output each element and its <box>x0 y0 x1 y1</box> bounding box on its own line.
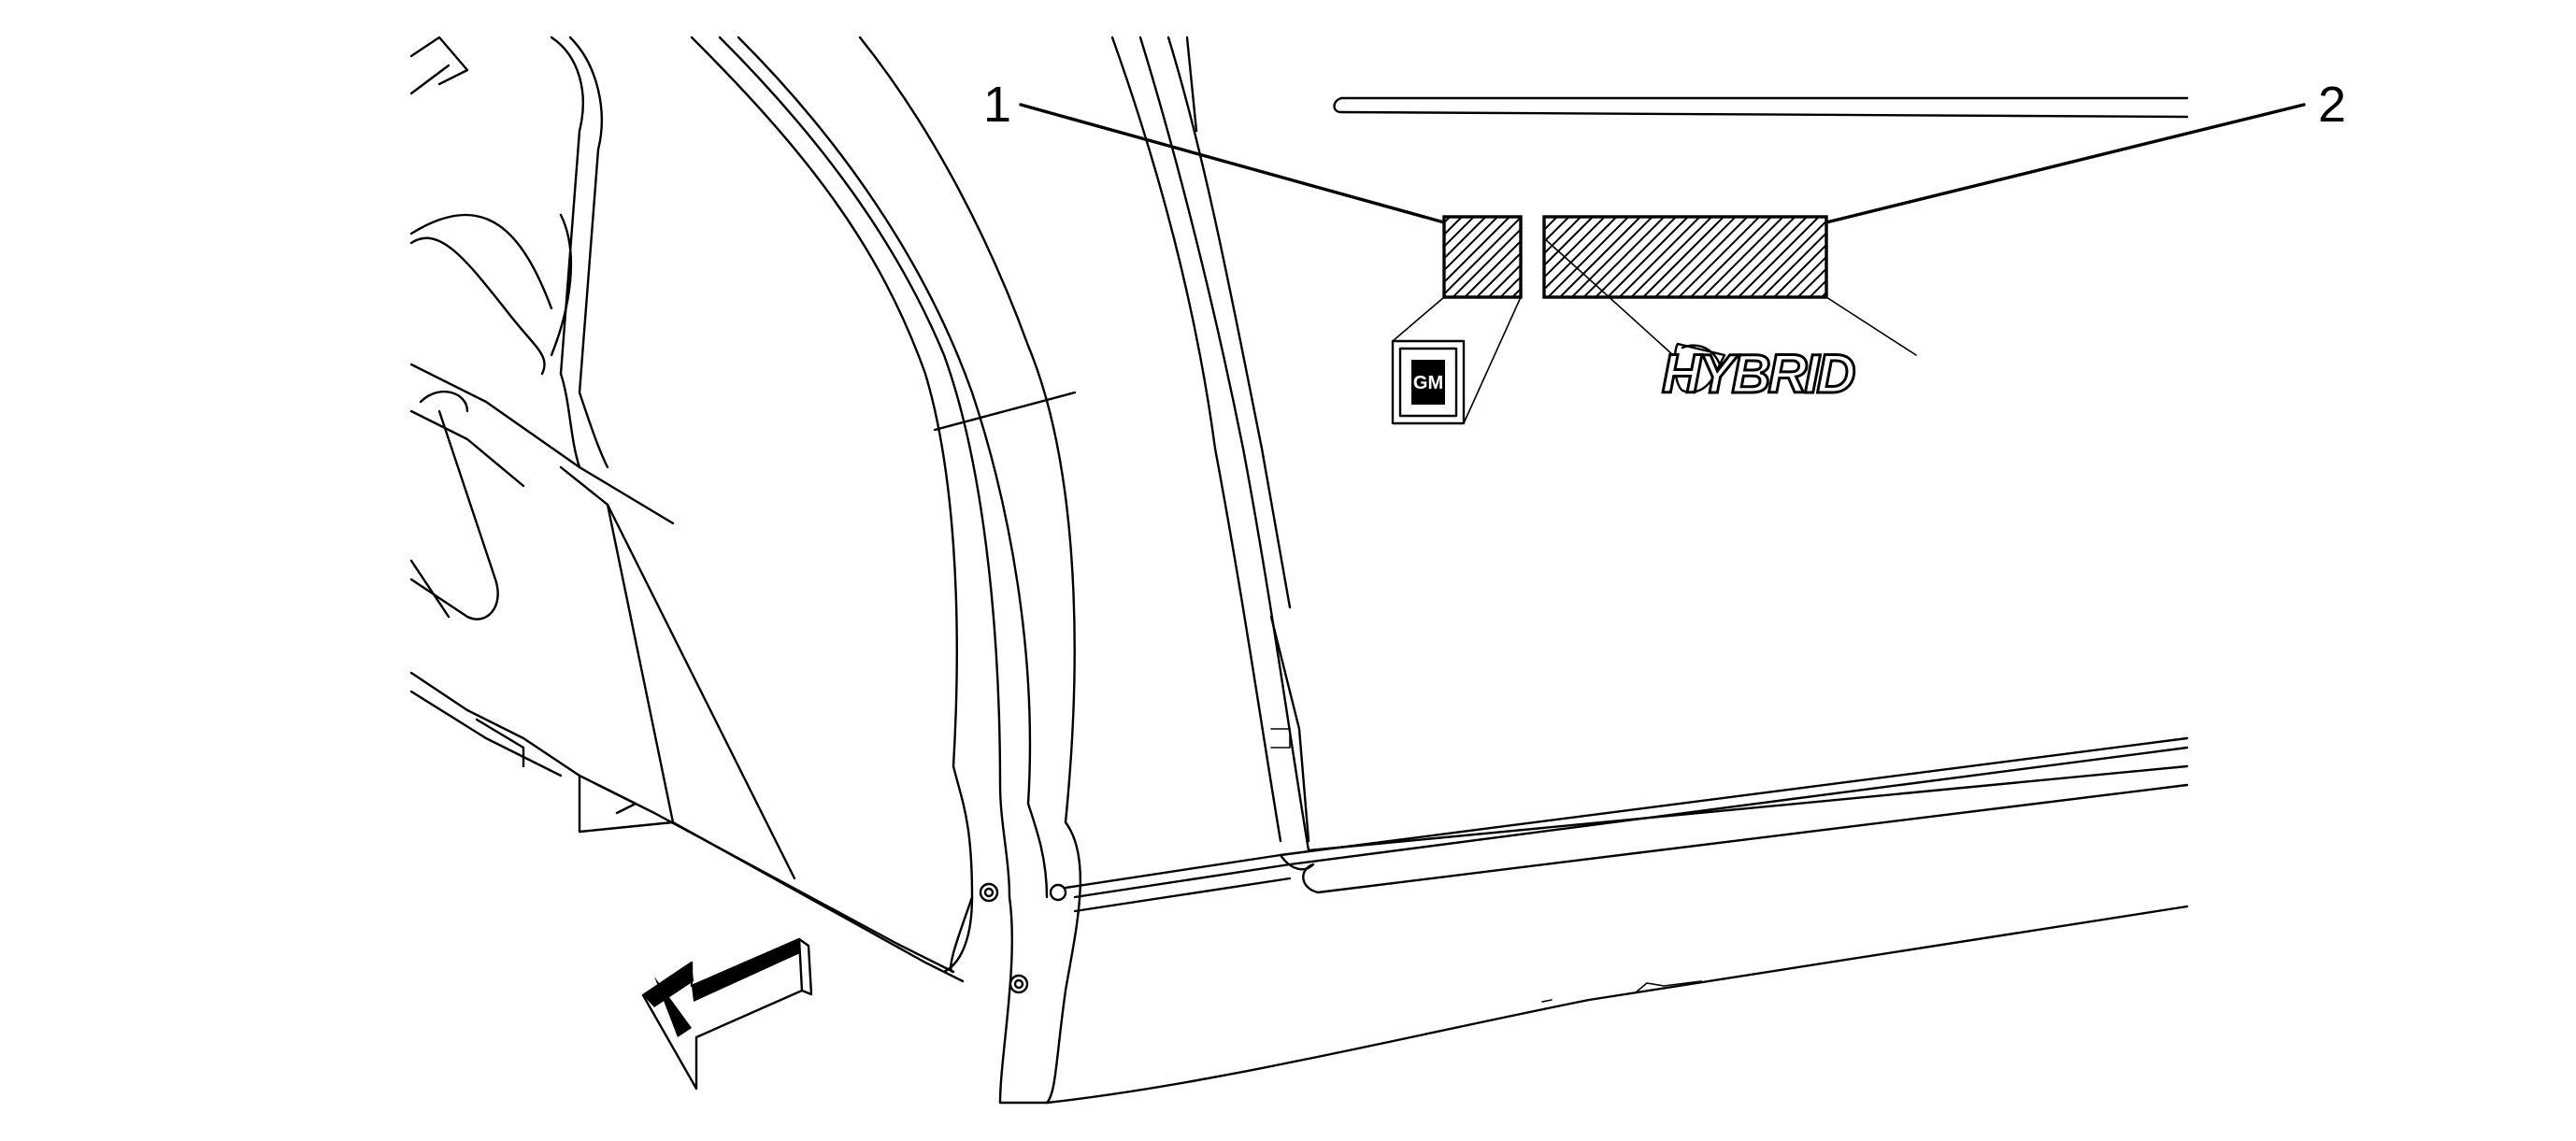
hybrid-emblem: HYBRID <box>1661 343 1859 406</box>
gm-emblem-text: GM <box>1413 373 1443 393</box>
gm-emblem: GM <box>1391 339 1466 425</box>
callout-2: 2 <box>1825 77 2346 224</box>
emblem-adhesive-area-2 <box>1542 215 1917 356</box>
callout-1: 1 <box>983 77 1446 224</box>
callout-2-leader <box>1825 103 2306 224</box>
emblem-adhesive-area-1 <box>1392 215 1523 424</box>
callout-2-label: 2 <box>2318 77 2346 133</box>
hybrid-emblem-text: HYBRID <box>1662 344 1854 405</box>
forward-arrow-icon <box>641 937 813 1091</box>
callout-1-label: 1 <box>983 77 1011 133</box>
callout-1-leader <box>1019 103 1446 224</box>
vehicle-body-outline <box>409 36 2189 1105</box>
